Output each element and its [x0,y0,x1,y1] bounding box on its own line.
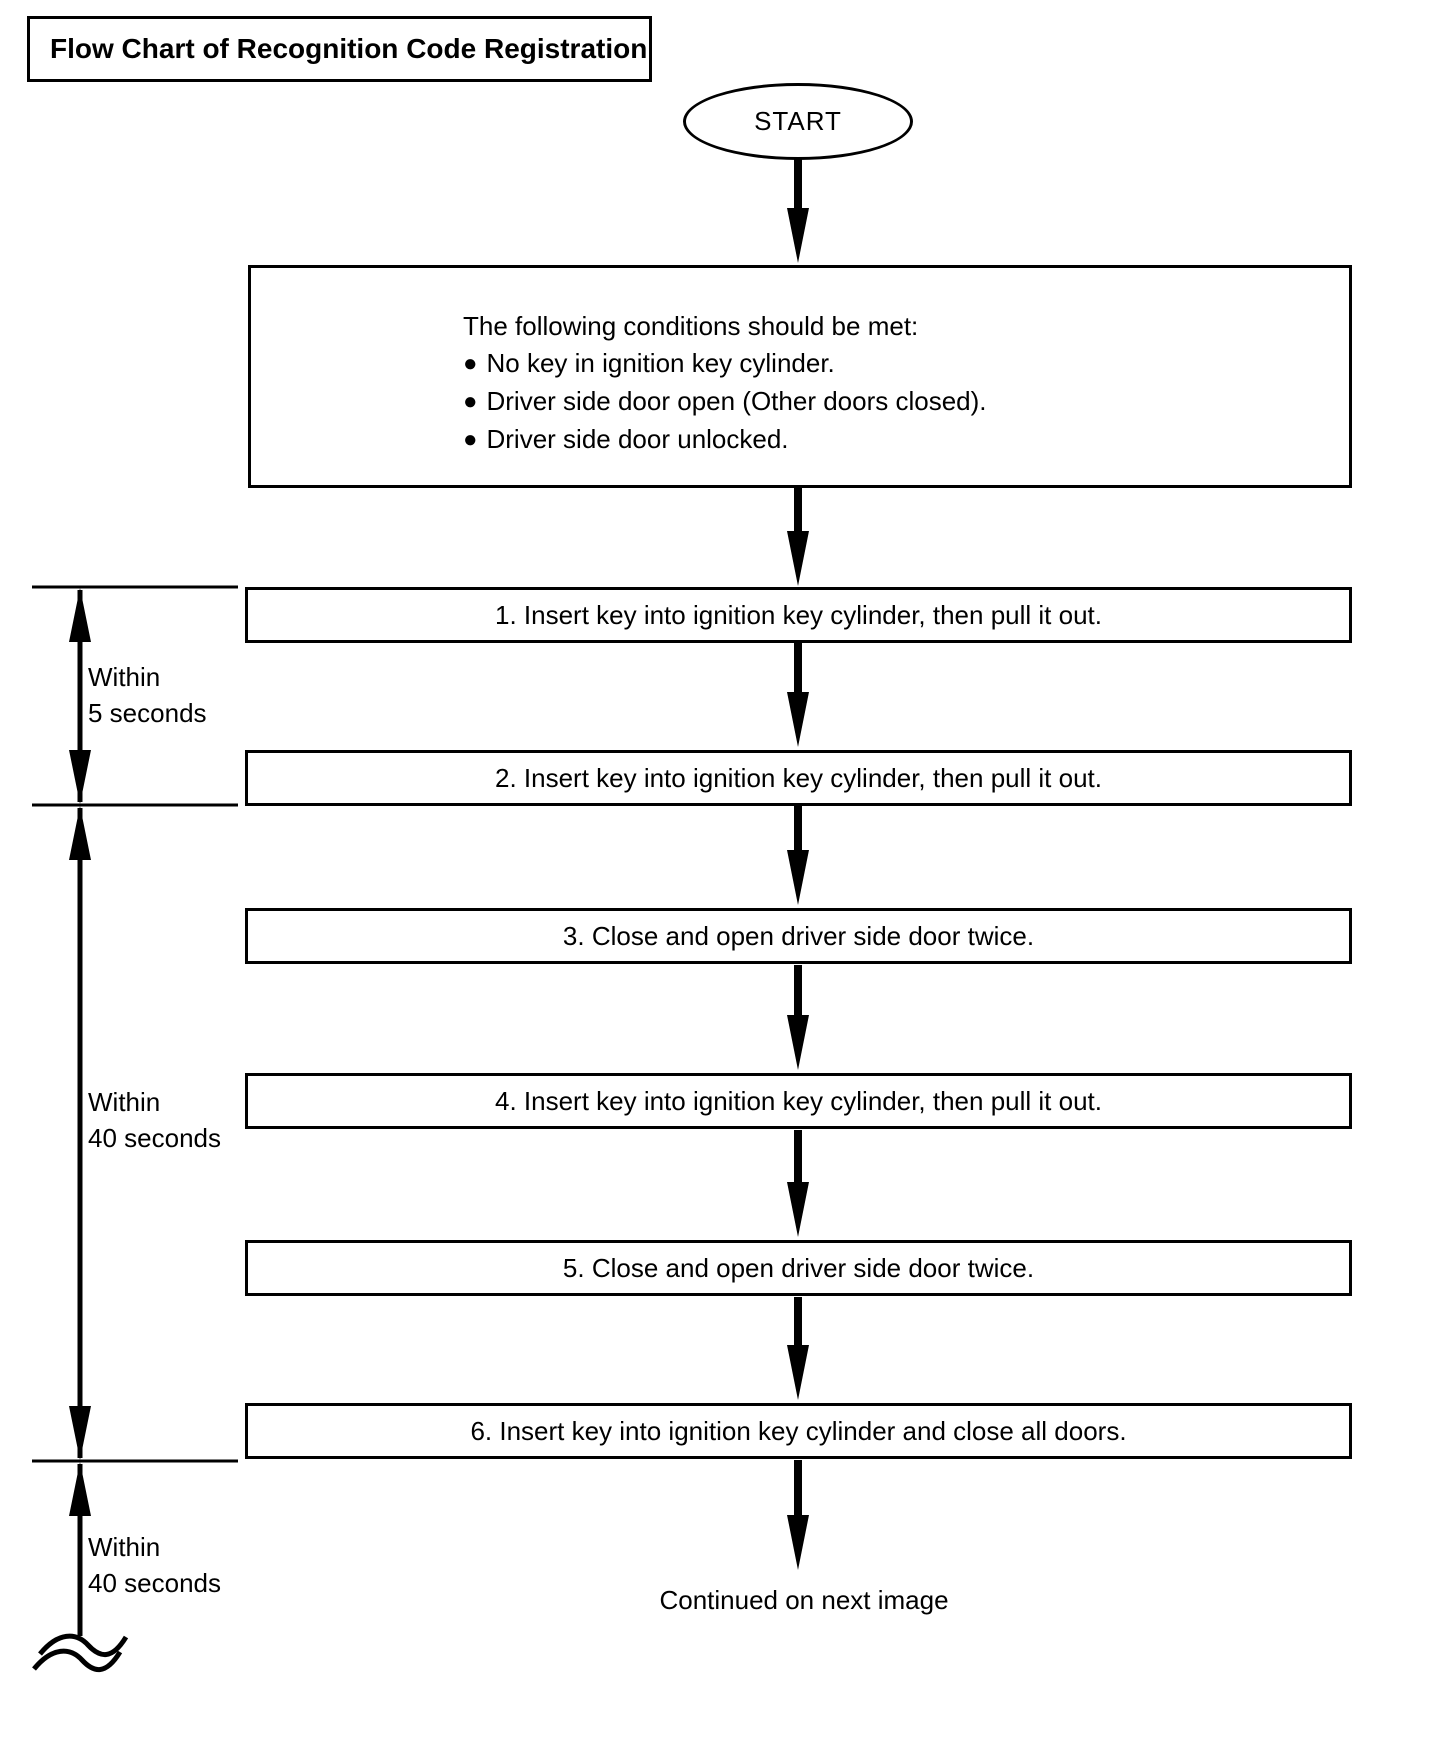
conditions-intro: The following conditions should be met: [463,311,919,341]
title-box: Flow Chart of Recognition Code Registrat… [27,16,652,82]
flow-arrow-step6-to-continued [787,1460,809,1570]
flow-arrow-conditions-to-step1 [787,488,809,586]
step-box-5: 5. Close and open driver side door twice… [245,1240,1352,1296]
flow-arrow-step4-to-step5 [787,1130,809,1237]
page-title: Flow Chart of Recognition Code Registrat… [50,33,648,64]
flow-arrow-step5-to-step6 [787,1297,809,1400]
start-label: START [754,106,842,136]
break-squiggle-icon [32,1633,129,1672]
timer-line1: Within [88,1532,161,1562]
timer-line2: 5 seconds [88,698,207,728]
timer-line1: Within [88,1087,161,1117]
step-label: 2. Insert key into ignition key cylinder… [494,762,1102,793]
step-box-2: 2. Insert key into ignition key cylinder… [245,750,1352,806]
step-box-6: 6. Insert key into ignition key cylinder… [245,1403,1352,1459]
condition-item-text: Driver side door unlocked. [486,424,789,454]
flow-arrow-step3-to-step4 [787,965,809,1070]
timer-label-40s-1: Within 40 seconds [88,1084,221,1156]
continued-note: Continued on next image [659,1585,949,1615]
timer-label-40s-2: Within 40 seconds [88,1529,221,1601]
condition-item: ● Driver side door open (Other doors clos… [463,383,1339,421]
timer-line1: Within [88,662,161,692]
step-label: 6. Insert key into ignition key cylinder… [470,1415,1127,1446]
step-label: 3. Close and open driver side door twice… [562,920,1035,951]
step-box-3: 3. Close and open driver side door twice… [245,908,1352,964]
timer-line2: 40 seconds [88,1568,221,1598]
condition-item-text: No key in ignition key cylinder. [486,348,835,378]
condition-item: ● No key in ignition key cylinder. [463,345,1339,383]
condition-item-text: Driver side door open (Other doors close… [486,386,987,416]
start-terminator: START [683,83,913,160]
flow-arrow-step1-to-step2 [787,643,809,747]
step-label: 1. Insert key into ignition key cylinder… [494,599,1102,630]
timer-line2: 40 seconds [88,1123,221,1153]
flow-arrow-start-to-conditions [787,157,809,263]
timer-label-5s: Within 5 seconds [88,659,207,731]
flow-arrow-step2-to-step3 [787,806,809,905]
condition-item: ● Driver side door unlocked. [463,421,1339,459]
step-label: 4. Insert key into ignition key cylinder… [494,1085,1102,1116]
bullet-icon: ● [463,426,478,453]
step-label: 5. Close and open driver side door twice… [562,1252,1035,1283]
step-box-4: 4. Insert key into ignition key cylinder… [245,1073,1352,1129]
bullet-icon: ● [463,388,478,415]
bullet-icon: ● [463,350,478,377]
step-box-1: 1. Insert key into ignition key cylinder… [245,587,1352,643]
conditions-box: The following conditions should be met: … [248,265,1352,488]
